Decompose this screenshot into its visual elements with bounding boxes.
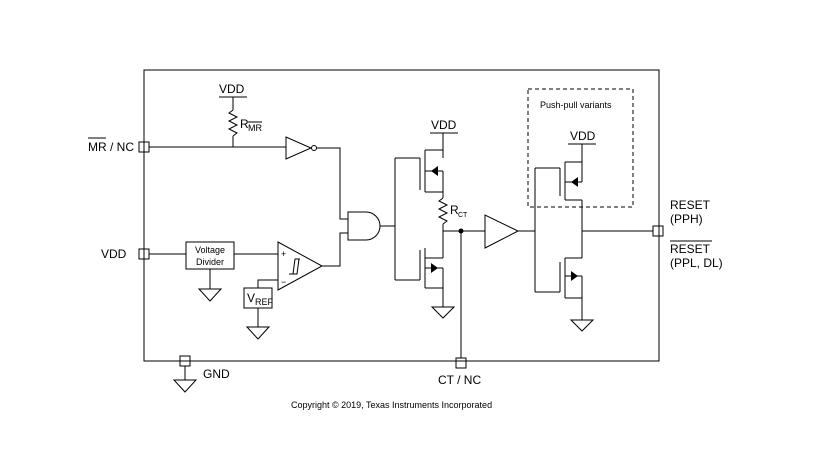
- comparator-plus: +: [281, 249, 286, 259]
- r-mr-subscript: MR: [248, 123, 262, 133]
- out-nmos-ground-icon: [569, 319, 595, 332]
- ct-pin-pad: [455, 357, 467, 369]
- reset-pin-pad: [652, 225, 664, 237]
- comparator-to-and-wire: [322, 232, 348, 267]
- hysteresis-icon: [289, 258, 300, 275]
- vref-subscript: REF: [255, 297, 274, 307]
- ct-nmos-arrow: [431, 263, 438, 273]
- gnd-pin-label: GND: [203, 367, 230, 381]
- reset-pph-label: RESET: [670, 198, 711, 212]
- out-pmos-arrow: [571, 177, 578, 187]
- push-pull-box: [527, 88, 634, 208]
- vref-ground-icon: [245, 326, 271, 340]
- divider-ground-icon: [197, 288, 223, 302]
- r-ct-label: R: [450, 203, 459, 217]
- ct-pin-label: CT / NC: [438, 373, 481, 387]
- r-mr-label: R: [240, 117, 249, 131]
- comparator-minus: −: [281, 277, 286, 287]
- vdd-push-pull-label: VDD: [570, 129, 596, 143]
- reset-ppl-sub-label: (PPL, DL): [670, 256, 723, 270]
- out-nmos-arrow: [571, 271, 578, 281]
- r-ct-resistor: [437, 197, 449, 225]
- vdd-pin-label: VDD: [101, 247, 127, 261]
- push-pull-title: Push-pull variants: [540, 100, 612, 110]
- comparator-triangle: [277, 241, 324, 291]
- r-ct-subscript: CT: [458, 212, 468, 219]
- mr-pin-label: MR / NC: [88, 140, 134, 154]
- voltage-divider-line1: Voltage: [195, 245, 225, 255]
- inverter-triangle: [285, 136, 313, 160]
- inverter-bubble: [311, 145, 317, 151]
- voltage-divider-line2: Divider: [196, 257, 224, 267]
- reset-ppl-label: RESET: [670, 242, 711, 256]
- device-boundary: [143, 69, 660, 362]
- gnd-ground-icon: [172, 379, 198, 393]
- vdd-top-label: VDD: [219, 82, 245, 96]
- copyright-text: Copyright © 2019, Texas Instruments Inco…: [291, 400, 492, 410]
- ct-nmos-ground-icon: [430, 306, 456, 319]
- output-buffer: [484, 214, 520, 249]
- r-mr-resistor: [227, 109, 239, 137]
- and-gate: [347, 211, 381, 241]
- vref-label: V: [247, 291, 255, 305]
- inverter-to-and-wire: [316, 147, 348, 220]
- reset-pph-sub-label: (PPH): [670, 212, 703, 226]
- vdd-ct-label: VDD: [431, 118, 457, 132]
- ct-pmos-arrow: [431, 166, 438, 176]
